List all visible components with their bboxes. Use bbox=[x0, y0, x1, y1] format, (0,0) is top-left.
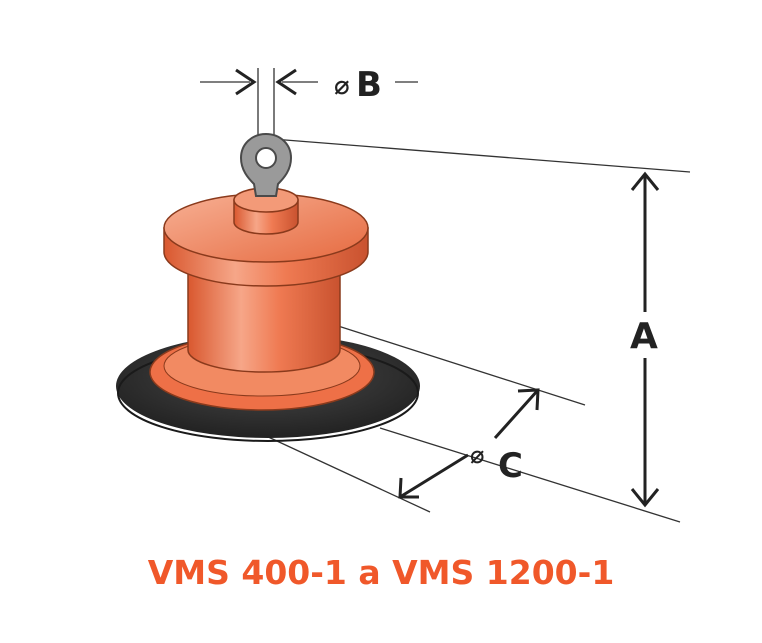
dimension-b-arrows bbox=[235, 68, 297, 96]
dimension-b-label: B bbox=[356, 65, 382, 105]
lifting-eye-hole bbox=[255, 147, 277, 169]
dimension-c bbox=[398, 388, 540, 499]
cylinder-body bbox=[187, 261, 341, 373]
dimension-b-diameter-symbol: ⌀ bbox=[334, 71, 350, 101]
dimension-c-diameter-symbol: ⌀ bbox=[470, 441, 484, 469]
dimension-a bbox=[630, 171, 660, 508]
model-caption: VMS 400-1 a VMS 1200-1 bbox=[147, 553, 615, 592]
dimension-a-label: A bbox=[630, 316, 658, 357]
dimension-c-label: C bbox=[498, 446, 523, 486]
